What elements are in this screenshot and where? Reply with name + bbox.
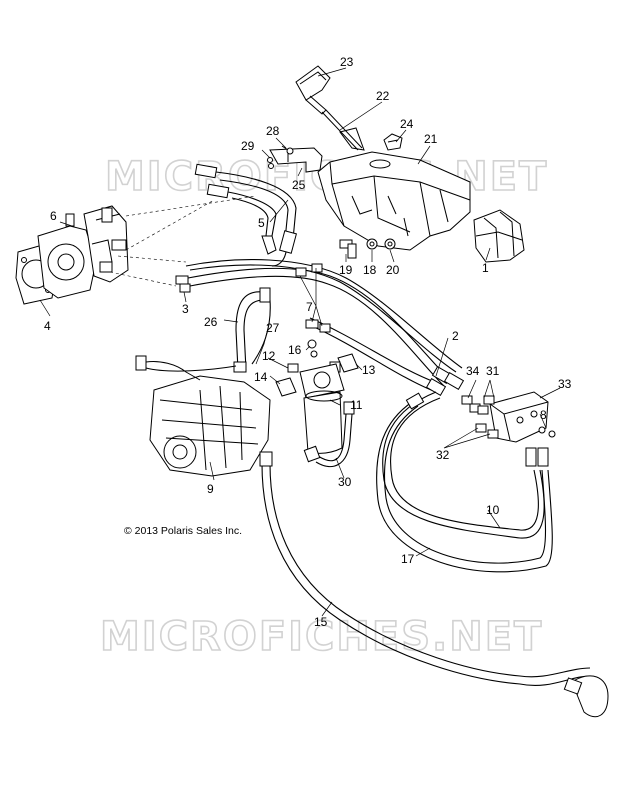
- callout-28: 28: [266, 124, 280, 138]
- callout-22: 22: [376, 89, 390, 103]
- dipstick-rod-part: [321, 109, 365, 151]
- leader-dash-1: [125, 195, 257, 217]
- callout-21: 21: [424, 132, 438, 146]
- engine-part-9: [135, 355, 271, 477]
- callout-26: 26: [204, 315, 218, 329]
- fitting-part-8: [538, 426, 556, 438]
- leader-lines: [39, 67, 561, 617]
- rubber-boot-part: [473, 209, 525, 263]
- callout-16: 16: [288, 343, 302, 357]
- tube-part-26: [235, 287, 271, 371]
- dipstick-cap-part: [295, 65, 331, 115]
- fittings-part-32: [475, 423, 499, 439]
- leader-dash-4: [117, 255, 187, 263]
- callout-3: 3: [182, 302, 189, 316]
- callout-1: 1: [482, 261, 489, 275]
- reservoir-tank-part: [317, 151, 471, 251]
- fittings-part-34: [461, 395, 481, 413]
- callout-6: 6: [50, 209, 57, 223]
- callout-30: 30: [338, 475, 352, 489]
- callout-14: 14: [254, 370, 268, 384]
- callout-4: 4: [44, 319, 51, 333]
- fitting-20: [384, 238, 396, 250]
- fitting-12: [287, 363, 299, 373]
- nut-part-29: [267, 157, 274, 169]
- callout-11: 11: [350, 398, 363, 412]
- callout-19: 19: [339, 263, 353, 277]
- callout-33: 33: [558, 377, 572, 391]
- fittings-part-7: [295, 263, 331, 333]
- callout-5: 5: [258, 216, 265, 230]
- callout-29: 29: [241, 139, 255, 153]
- callout-8: 8: [540, 408, 547, 422]
- hose-part-15: [259, 451, 609, 718]
- callout-2: 2: [452, 329, 459, 343]
- elbow-fitting-19: [339, 239, 357, 259]
- callout-24: 24: [400, 117, 414, 131]
- callout-32: 32: [436, 448, 450, 462]
- fittings-part-31: [477, 395, 495, 415]
- callout-7: 7: [306, 300, 313, 314]
- callout-25: 25: [292, 178, 306, 192]
- fitting-14: [275, 377, 297, 397]
- callout-27: 27: [266, 321, 280, 335]
- oil-filter-part-11: [299, 363, 345, 454]
- callout-34: 34: [466, 364, 480, 378]
- callout-15: 15: [314, 615, 328, 629]
- fitting-18: [366, 238, 378, 250]
- hose-part-30: [303, 401, 355, 467]
- leader-dash-3: [109, 271, 177, 287]
- hose-part-2: [309, 317, 465, 397]
- bolt-part-28: [281, 145, 294, 155]
- hydraulic-pump-part-6: [37, 205, 129, 299]
- callout-23: 23: [340, 55, 354, 69]
- watermark-bottom: MICROFICHES.NET: [100, 614, 543, 660]
- callout-12: 12: [262, 349, 276, 363]
- hose-part-10: [382, 391, 549, 539]
- callout-20: 20: [386, 263, 400, 277]
- hose-part-3: [175, 259, 463, 387]
- leader-dash-2: [125, 199, 215, 251]
- copyright-text: © 2013 Polaris Sales Inc.: [124, 525, 242, 537]
- callout-9: 9: [207, 482, 214, 496]
- callout-17: 17: [401, 552, 415, 566]
- callout-10: 10: [486, 503, 500, 517]
- callout-18: 18: [363, 263, 377, 277]
- callout-13: 13: [362, 363, 376, 377]
- callout-labels: 23 22 24 21 28 29 25 5 6 1 19 18 20 3 7 …: [44, 55, 572, 629]
- tank-cap-part: [383, 133, 403, 151]
- hose-part-17: [376, 392, 553, 573]
- hose-part-5: [194, 163, 297, 267]
- fitting-16: [307, 339, 318, 358]
- callout-31: 31: [486, 364, 500, 378]
